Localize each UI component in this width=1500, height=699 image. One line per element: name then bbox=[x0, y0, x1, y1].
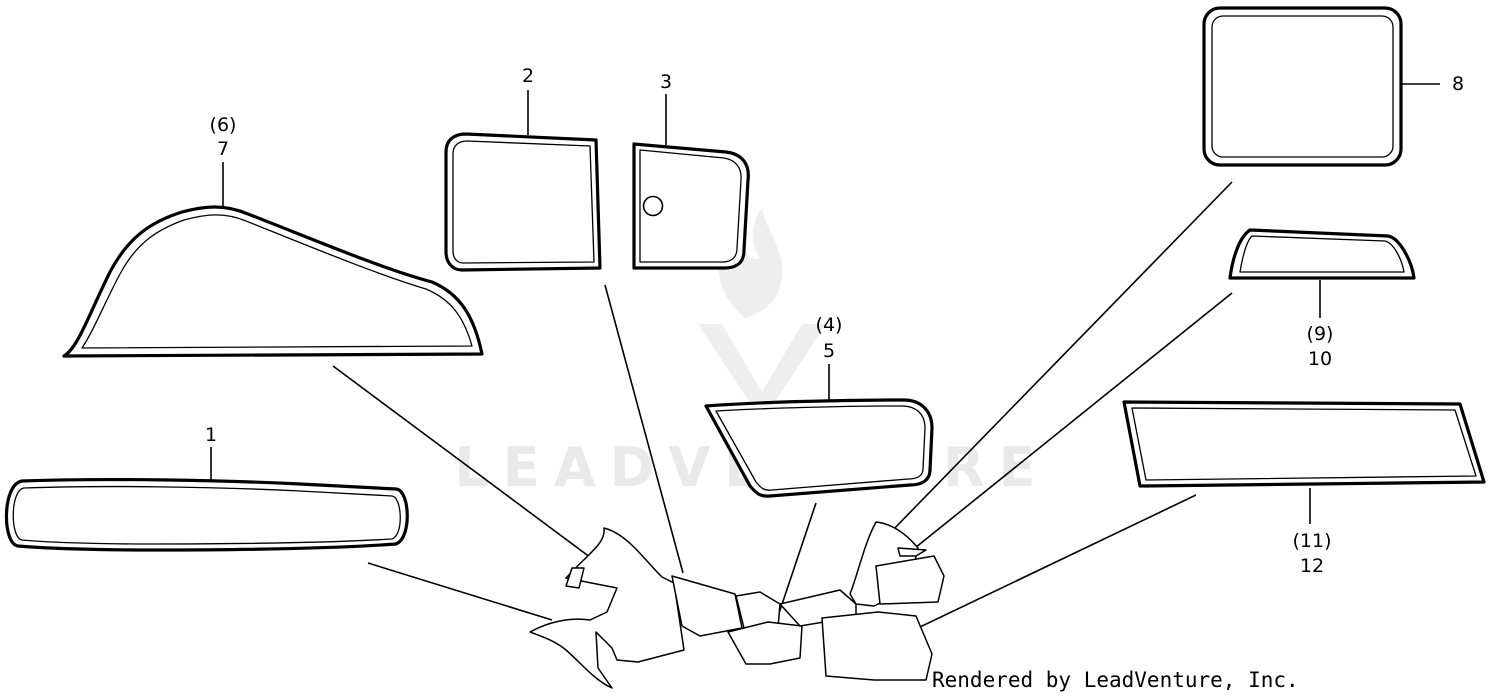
body-knee-panel bbox=[735, 591, 781, 629]
part-8-panel bbox=[1202, 6, 1403, 167]
part-3-inner-border bbox=[639, 149, 742, 263]
callout-9: (9) bbox=[1307, 323, 1334, 345]
leader-line-8 bbox=[887, 181, 1233, 536]
callout-2: 2 bbox=[522, 65, 534, 87]
part-3-hole bbox=[642, 195, 664, 217]
part-10-inner-border bbox=[1239, 235, 1405, 273]
callout-12: 12 bbox=[1300, 555, 1324, 577]
part-2-outline bbox=[444, 132, 602, 272]
part-10-outline bbox=[1228, 228, 1416, 280]
callout-3: 3 bbox=[660, 71, 672, 93]
part-8-outline bbox=[1202, 6, 1403, 167]
part-1-inner-border bbox=[12, 485, 401, 545]
callout-1: 1 bbox=[205, 424, 217, 446]
part-2-screen bbox=[444, 132, 602, 272]
part-3-screen bbox=[632, 142, 750, 270]
part-7-outline bbox=[62, 205, 484, 358]
leader-lines bbox=[332, 181, 1233, 649]
body-side-cover bbox=[727, 621, 803, 665]
callout-5: 5 bbox=[823, 340, 835, 362]
callout-10: 10 bbox=[1308, 348, 1332, 370]
part-7-side-panel bbox=[62, 205, 484, 358]
vehicle-body bbox=[529, 521, 945, 689]
watermark-v-icon bbox=[698, 324, 826, 412]
callout-7: 7 bbox=[217, 138, 229, 160]
part-12-outline bbox=[1122, 400, 1486, 488]
body-center-cowl bbox=[671, 575, 743, 637]
part-5-inner-border bbox=[715, 405, 926, 491]
callout-labels: 1 2 3 (6) 7 (4) 5 8 (9) 10 (11) 12 bbox=[205, 65, 1464, 577]
leader-line-12 bbox=[875, 494, 1197, 649]
part-12-panel bbox=[1122, 400, 1486, 488]
part-5-panel bbox=[704, 398, 934, 498]
leader-line-10 bbox=[904, 292, 1233, 557]
leader-line-1 bbox=[367, 562, 553, 621]
part-7-inner-border bbox=[81, 214, 473, 349]
part-2-inner-border bbox=[452, 140, 595, 264]
part-3-outline bbox=[632, 142, 750, 270]
credit-text: Rendered by LeadVenture, Inc. bbox=[932, 668, 1299, 692]
callout-6: (6) bbox=[210, 114, 237, 136]
part-10-panel bbox=[1228, 228, 1416, 280]
part-12-inner-border bbox=[1131, 407, 1477, 481]
body-rear-emblem bbox=[897, 547, 927, 557]
callout-11: (11) bbox=[1292, 530, 1331, 552]
body-front-fairing bbox=[529, 527, 685, 689]
leader-line-7 bbox=[332, 365, 619, 579]
leader-line-2 bbox=[604, 284, 684, 574]
part-5-outline bbox=[704, 398, 934, 498]
callout-8: 8 bbox=[1452, 73, 1464, 95]
callout-4: (4) bbox=[816, 314, 843, 336]
part-1-outline bbox=[4, 477, 409, 552]
part-8-inner-border bbox=[1211, 15, 1394, 158]
body-rear-lower-panel bbox=[821, 611, 933, 681]
part-1-windscreen-strip bbox=[4, 477, 409, 552]
body-rear-cowl-side bbox=[875, 555, 945, 605]
callout-ticks bbox=[210, 83, 1440, 524]
body-front-mask bbox=[565, 567, 585, 589]
